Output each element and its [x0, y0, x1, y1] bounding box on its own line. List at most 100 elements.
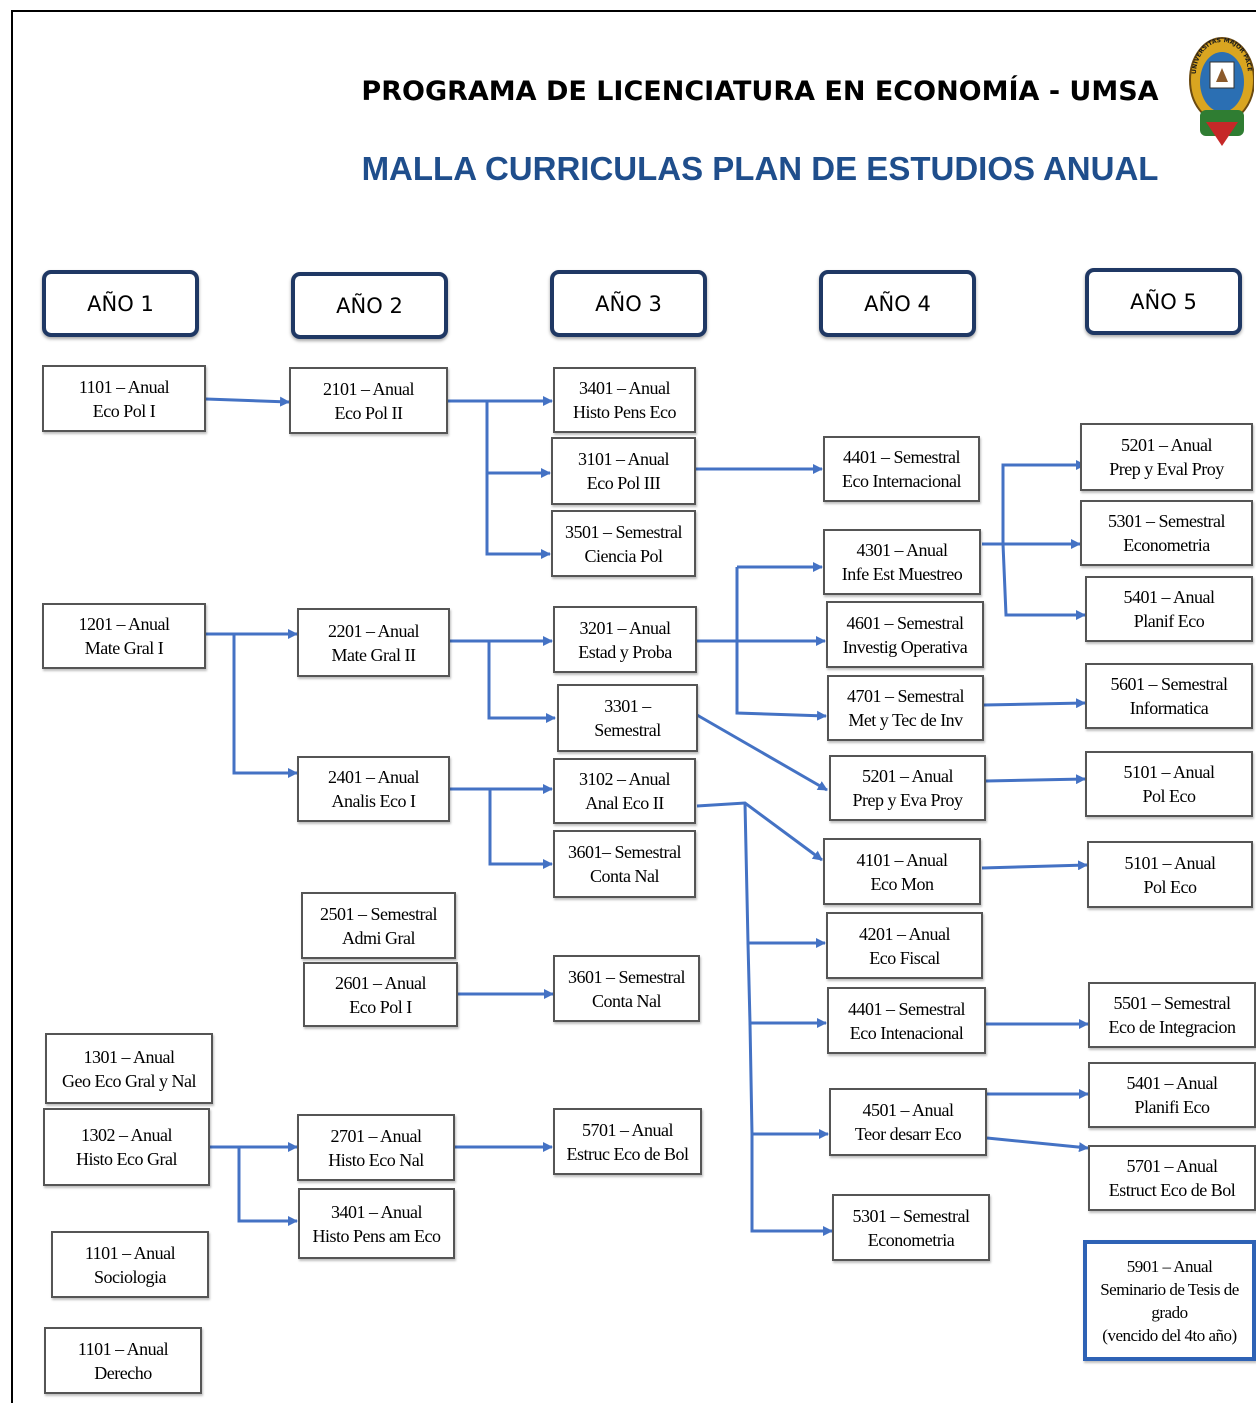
- arrow-2101-3501: [485, 473, 551, 559]
- course-name: Conta Nal: [592, 990, 662, 1011]
- course-name-line-2: grado: [1151, 1302, 1188, 1322]
- arrow-5201b-5101: [985, 774, 1086, 785]
- course-name: Planif Eco: [1133, 611, 1205, 631]
- course-code: 1301 – Anual: [83, 1046, 176, 1067]
- course-code: 5201 – Anual: [1121, 435, 1213, 455]
- page-frame: [11, 10, 1256, 1403]
- course-name: Eco Pol I: [92, 400, 156, 421]
- course-code: 2101 – Anual: [323, 378, 415, 399]
- course-name: Eco Pol III: [586, 473, 661, 493]
- course-code: 5901 – Anual: [1126, 1256, 1213, 1276]
- course-name: Eco Internacional: [842, 471, 961, 491]
- course-code: 3601– Semestral: [568, 842, 681, 862]
- course-name: Ciencia Pol: [584, 545, 664, 566]
- course-name: Econometria: [1123, 535, 1210, 555]
- course-code: 5401 – Anual: [1126, 1073, 1219, 1093]
- course-code: 4101 – Anual: [856, 849, 949, 870]
- course-box-3301-semestral: 3301 –Semestral: [557, 684, 698, 752]
- course-code: 1201 – Anual: [78, 614, 171, 634]
- course-code: 5601 – Semestral: [1110, 674, 1228, 694]
- course-name: Prep y Eval Proy: [1109, 459, 1224, 479]
- course-code: 2701 – Anual: [330, 1125, 423, 1146]
- year-1-header: AÑO 1: [42, 270, 199, 337]
- course-name: Infe Est Muestreo: [841, 564, 963, 584]
- course-code: 5301 – Semestral: [852, 1205, 970, 1226]
- year-2-header: AÑO 2: [291, 272, 448, 339]
- course-name: Pol Eco: [1142, 786, 1197, 806]
- year-5-header: AÑO 5: [1085, 268, 1242, 335]
- course-code: 5401 – Anual: [1123, 587, 1216, 607]
- arrow-4301-5201: [1001, 460, 1086, 544]
- arrow-4701-5601: [983, 698, 1086, 709]
- course-code: 4301 – Anual: [856, 540, 949, 560]
- course-name: Informatica: [1129, 698, 1209, 718]
- course-code: 5101 – Anual: [1124, 852, 1217, 873]
- arrow-3102-4401b: [746, 942, 827, 1028]
- course-code: 4501 – Anual: [862, 1100, 955, 1120]
- arrow-bus-4701: [735, 567, 827, 721]
- course-name: Teor desarr Eco: [854, 1124, 962, 1144]
- course-name: Histo Eco Nal: [328, 1149, 424, 1170]
- arrow-1302-3401b: [237, 1147, 298, 1226]
- course-name: Eco Intenacional: [849, 1022, 964, 1043]
- arrow-2101-3101: [485, 401, 551, 478]
- course-code: 4601 – Semestral: [846, 612, 964, 633]
- year-3-header: AÑO 3: [550, 270, 707, 337]
- course-code: 3102 – Anual: [579, 769, 671, 789]
- course-name: Eco Pol I: [349, 996, 412, 1017]
- course-name: Estruc Eco de Bol: [566, 1143, 689, 1164]
- course-code: 5501 – Semestral: [1113, 993, 1231, 1013]
- arrow-1201-2401: [232, 634, 298, 778]
- course-code: 4701 – Semestral: [847, 686, 964, 706]
- course-code: 1101 – Anual: [84, 1242, 176, 1263]
- course-name: Prep y Eva Proy: [852, 790, 963, 810]
- course-code: 5701 – Anual: [582, 1119, 674, 1140]
- arrow-3301-5201b: [696, 713, 828, 792]
- page-subtitle: MALLA CURRICULAS PLAN DE ESTUDIOS ANUAL: [361, 150, 1159, 187]
- course-name: Analis Eco I: [331, 791, 416, 811]
- course-name: Histo Pens Eco: [573, 402, 677, 422]
- course-name: Admi Gral: [342, 927, 415, 948]
- course-code: 3401 – Anual: [579, 378, 671, 398]
- course-name: Pol Eco: [1143, 876, 1198, 897]
- course-name: Eco de Integracion: [1108, 1017, 1236, 1037]
- course-name: Estruct Eco de Bol: [1108, 1180, 1236, 1200]
- course-name: Eco Pol II: [334, 402, 403, 423]
- arrow-2201-3301: [487, 641, 556, 723]
- course-name: Mate Gral II: [331, 644, 416, 665]
- course-name: Anal Eco II: [585, 793, 664, 813]
- course-name: Estad y Proba: [578, 641, 672, 662]
- arrow-3102-4201: [743, 802, 826, 948]
- course-code: 5201 – Anual: [862, 766, 954, 786]
- course-code: 2501 – Semestral: [320, 903, 437, 924]
- course-name: Geo Eco Gral y Nal: [62, 1070, 196, 1091]
- course-box-5901-seminario-de-tesis: 5901 – Anual Seminario de Tesis de grado…: [1083, 1240, 1256, 1361]
